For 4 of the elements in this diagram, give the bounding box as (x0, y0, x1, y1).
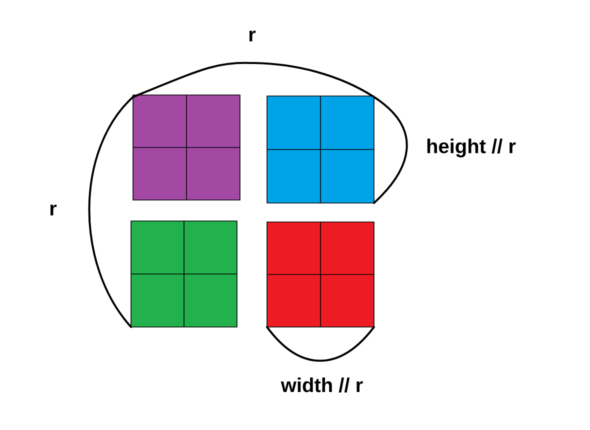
dimension-label: width // r (280, 378, 363, 392)
dimension-label: r (249, 30, 256, 42)
dimension-label: r (50, 204, 57, 216)
dimension-label: height // r (427, 138, 516, 158)
